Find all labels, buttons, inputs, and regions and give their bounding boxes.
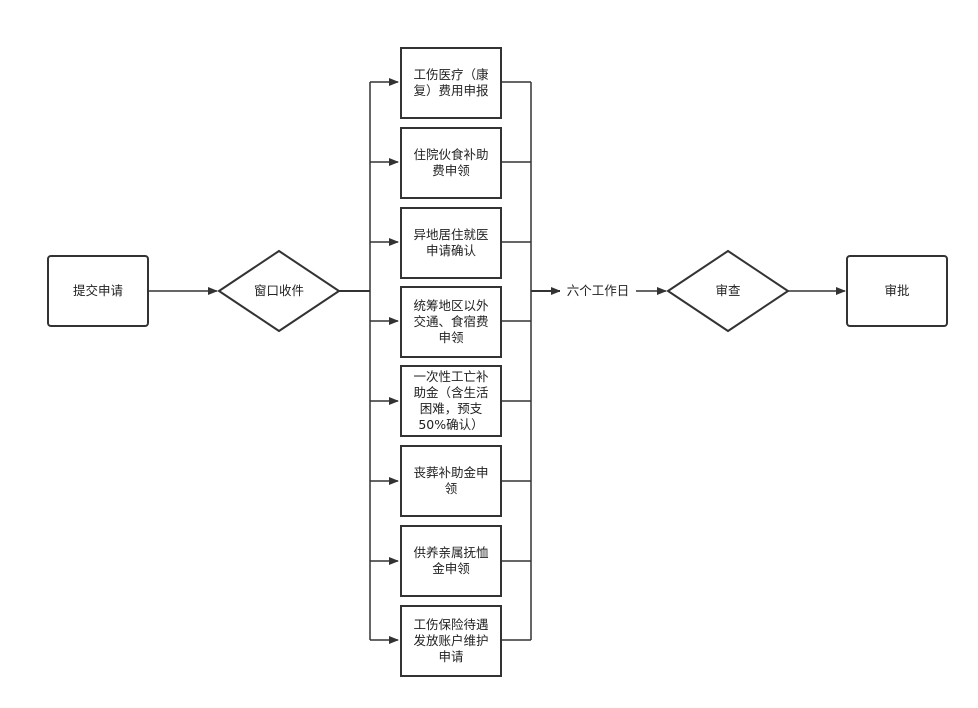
window-receive-node: 窗口收件 (219, 251, 339, 331)
six-working-days-label: 六个工作日 (560, 282, 636, 300)
approve-label: 审批 (884, 283, 910, 298)
review-label: 审查 (715, 283, 741, 298)
submit-application-label: 提交申请 (72, 283, 123, 298)
approve-node: 审批 (846, 255, 948, 327)
window-receive-label: 窗口收件 (253, 283, 304, 298)
item-hospital-meal-subsidy: 住院伙食补助费申领 (400, 127, 502, 199)
item-travel-lodging-fee: 统筹地区以外交通、食宿费申领 (400, 286, 502, 358)
submit-application-node: 提交申请 (47, 255, 149, 327)
review-node: 审查 (668, 251, 788, 331)
item-dependent-pension: 供养亲属抚恤金申领 (400, 525, 502, 597)
item-label: 住院伙食补助费申领 (413, 147, 489, 178)
item-funeral-subsidy: 丧葬补助金申领 (400, 445, 502, 517)
item-label: 丧葬补助金申领 (413, 465, 489, 496)
item-work-injury-medical: 工伤医疗（康复）费用申报 (400, 47, 502, 119)
item-label: 供养亲属抚恤金申领 (413, 545, 489, 576)
item-label: 异地居住就医申请确认 (413, 227, 489, 258)
item-account-maintenance: 工伤保险待遇发放账户维护申请 (400, 605, 502, 677)
item-label: 工伤保险待遇发放账户维护申请 (413, 617, 489, 664)
item-remote-medical-confirm: 异地居住就医申请确认 (400, 207, 502, 279)
item-label: 一次性工亡补助金（含生活困难，预支50%确认） (413, 369, 489, 432)
item-label: 工伤医疗（康复）费用申报 (413, 67, 489, 98)
item-death-subsidy: 一次性工亡补助金（含生活困难，预支50%确认） (400, 365, 502, 437)
item-label: 统筹地区以外交通、食宿费申领 (413, 298, 489, 345)
